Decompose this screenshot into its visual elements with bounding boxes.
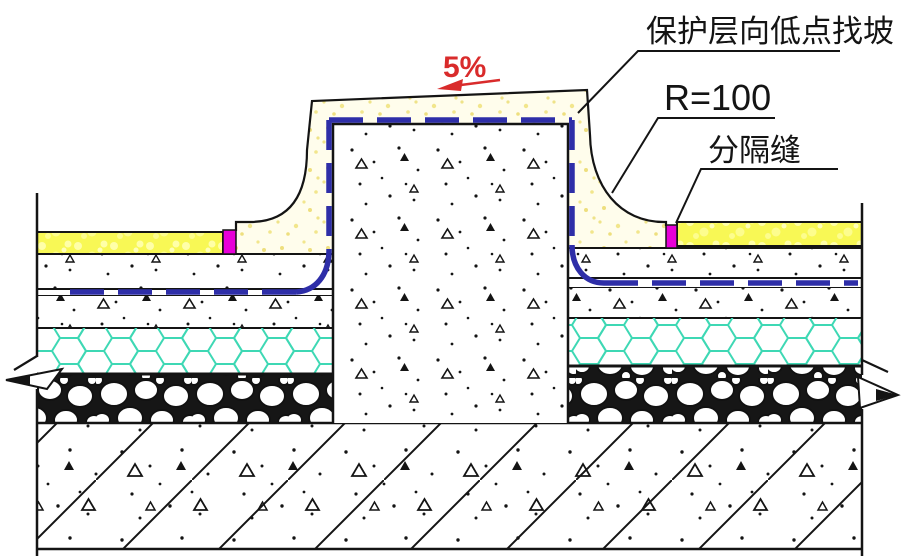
slope-value-label: 5% <box>443 51 486 84</box>
separation-joint-left <box>222 229 237 255</box>
separation-joint-right <box>665 224 678 249</box>
membrane-right-bend <box>569 244 605 286</box>
insulation-layer-left <box>37 328 333 374</box>
waterproof-membrane <box>57 117 858 295</box>
screed-texture <box>568 248 862 278</box>
leader-protective-slope <box>577 50 840 114</box>
gravel-layer-left <box>37 374 333 423</box>
section-cut-edges <box>35 193 864 556</box>
screed-texture <box>37 254 333 289</box>
screed-texture <box>37 296 333 328</box>
protective-screed-band-right <box>676 221 863 247</box>
leader-joint <box>675 168 838 224</box>
block-outline <box>331 122 570 423</box>
break-arrow-right <box>856 359 901 410</box>
insulation-layer-right <box>568 318 862 366</box>
slope-arrowhead <box>437 79 463 91</box>
protective-screed-band-left <box>36 231 224 255</box>
slope-arrow <box>437 78 501 91</box>
protective-cap-outline <box>234 88 668 231</box>
leader-lines <box>577 50 840 224</box>
membrane-left-bend <box>295 249 332 295</box>
leader-radius <box>611 117 775 194</box>
block-texture <box>333 124 568 423</box>
left-roof-assembly <box>36 231 333 423</box>
label-joint: 分隔缝 <box>708 133 801 168</box>
equipment-base-block <box>331 122 570 423</box>
structural-slab <box>37 421 862 551</box>
right-roof-assembly <box>568 221 863 423</box>
gravel-layer-right <box>568 366 862 423</box>
slab-hatch-texture <box>37 423 862 549</box>
break-arrow-left <box>5 355 65 391</box>
label-radius: R=100 <box>664 77 771 118</box>
label-protective-slope: 保护层向低点找坡 <box>646 14 894 49</box>
screed-texture <box>568 288 862 318</box>
